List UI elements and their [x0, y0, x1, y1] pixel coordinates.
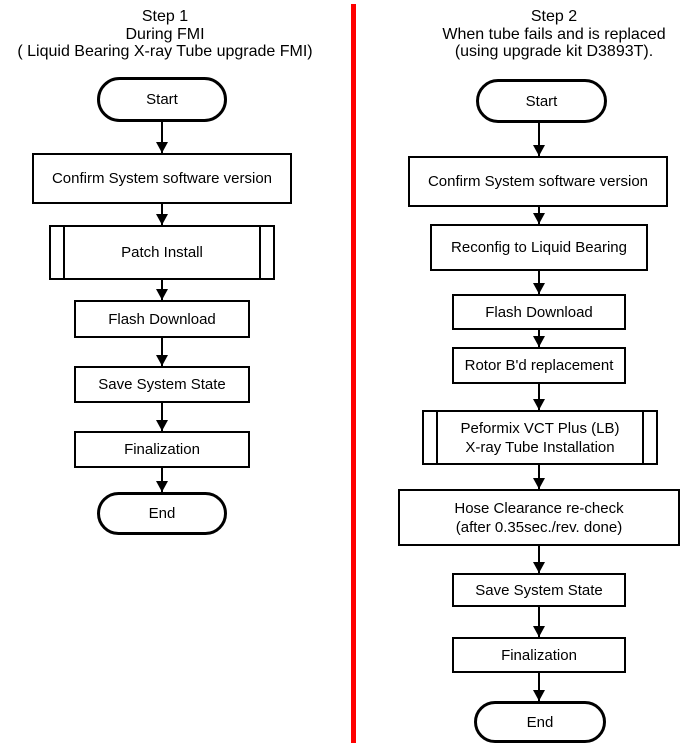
- flow-arrow-down: [156, 122, 168, 153]
- flow-arrow-down: [156, 468, 168, 492]
- step1-node-start: Start: [97, 77, 227, 122]
- step1-node-patch-install: Patch Install: [49, 225, 275, 280]
- node-label: Finalization: [124, 441, 200, 458]
- step2-node-end: End: [474, 701, 606, 743]
- node-label: Confirm System software version: [427, 173, 649, 190]
- node-label: Patch Install: [121, 244, 203, 261]
- flow-arrow-down: [533, 546, 545, 573]
- step1-title: Step 1: [141, 8, 189, 25]
- flow-arrow-down: [156, 403, 168, 431]
- flow-arrow-down: [156, 204, 168, 225]
- step2-node-hose-clearance-recheck: Hose Clearance re-check (after 0.35sec./…: [398, 489, 680, 546]
- node-label: Finalization: [501, 646, 577, 664]
- step2-node-reconfig-liquid-bearing: Reconfig to Liquid Bearing: [430, 224, 648, 271]
- node-label: Confirm System software version: [51, 170, 273, 187]
- step1-subtitle-2: ( Liquid Bearing X-ray Tube upgrade FMI): [17, 43, 313, 60]
- node-label: Flash Download: [108, 310, 216, 328]
- step2-title: Step 2: [530, 8, 578, 25]
- flow-arrow-down: [533, 271, 545, 294]
- red-divider-line: [351, 4, 356, 743]
- step2-subtitle: When tube fails and is replaced: [442, 25, 666, 43]
- node-label: Save System State: [98, 376, 226, 393]
- step1-subtitle: During FMI: [125, 25, 205, 43]
- step1-node-finalization: Finalization: [74, 431, 250, 468]
- flow-arrow-down: [533, 465, 545, 489]
- step2-node-confirm-version: Confirm System software version: [408, 156, 668, 207]
- step2-node-finalization: Finalization: [452, 637, 626, 673]
- step1-node-save-system-state: Save System State: [74, 366, 250, 403]
- node-label: Start: [146, 91, 178, 108]
- flow-arrow-down: [533, 673, 545, 701]
- flow-arrow-down: [533, 330, 545, 347]
- node-label: End: [526, 713, 554, 731]
- step1-node-flash-download: Flash Download: [74, 300, 250, 338]
- flow-arrow-down: [533, 607, 545, 637]
- step2-header: Step 2 When tube fails and is replaced (…: [420, 8, 688, 61]
- step2-node-start: Start: [476, 79, 607, 123]
- node-label: Save System State: [475, 581, 603, 599]
- flow-arrow-down: [156, 338, 168, 366]
- flow-arrow-down: [533, 207, 545, 224]
- node-label: End: [148, 505, 176, 522]
- step2-node-performix-tube-installation: Peformix VCT Plus (LB) X-ray Tube Instal…: [422, 410, 658, 465]
- node-label: Start: [525, 92, 558, 110]
- step2-node-save-system-state: Save System State: [452, 573, 626, 607]
- node-label: Flash Download: [485, 303, 593, 321]
- step2-subtitle-2: (using upgrade kit D3893T).: [454, 43, 654, 60]
- flow-arrow-down: [533, 123, 545, 156]
- step1-node-confirm-version: Confirm System software version: [32, 153, 292, 204]
- step2-node-flash-download: Flash Download: [452, 294, 626, 330]
- flow-arrow-down: [156, 280, 168, 300]
- node-label: Hose Clearance re-check (after 0.35sec./…: [454, 499, 624, 536]
- step2-node-rotor-bd-replacement: Rotor B'd replacement: [452, 347, 626, 384]
- node-label: Rotor B'd replacement: [464, 357, 614, 374]
- step1-node-end: End: [97, 492, 227, 535]
- node-label: Peformix VCT Plus (LB) X-ray Tube Instal…: [460, 419, 620, 456]
- step1-header: Step 1 During FMI ( Liquid Bearing X-ray…: [0, 8, 330, 61]
- node-label: Reconfig to Liquid Bearing: [451, 239, 627, 256]
- flow-arrow-down: [533, 384, 545, 410]
